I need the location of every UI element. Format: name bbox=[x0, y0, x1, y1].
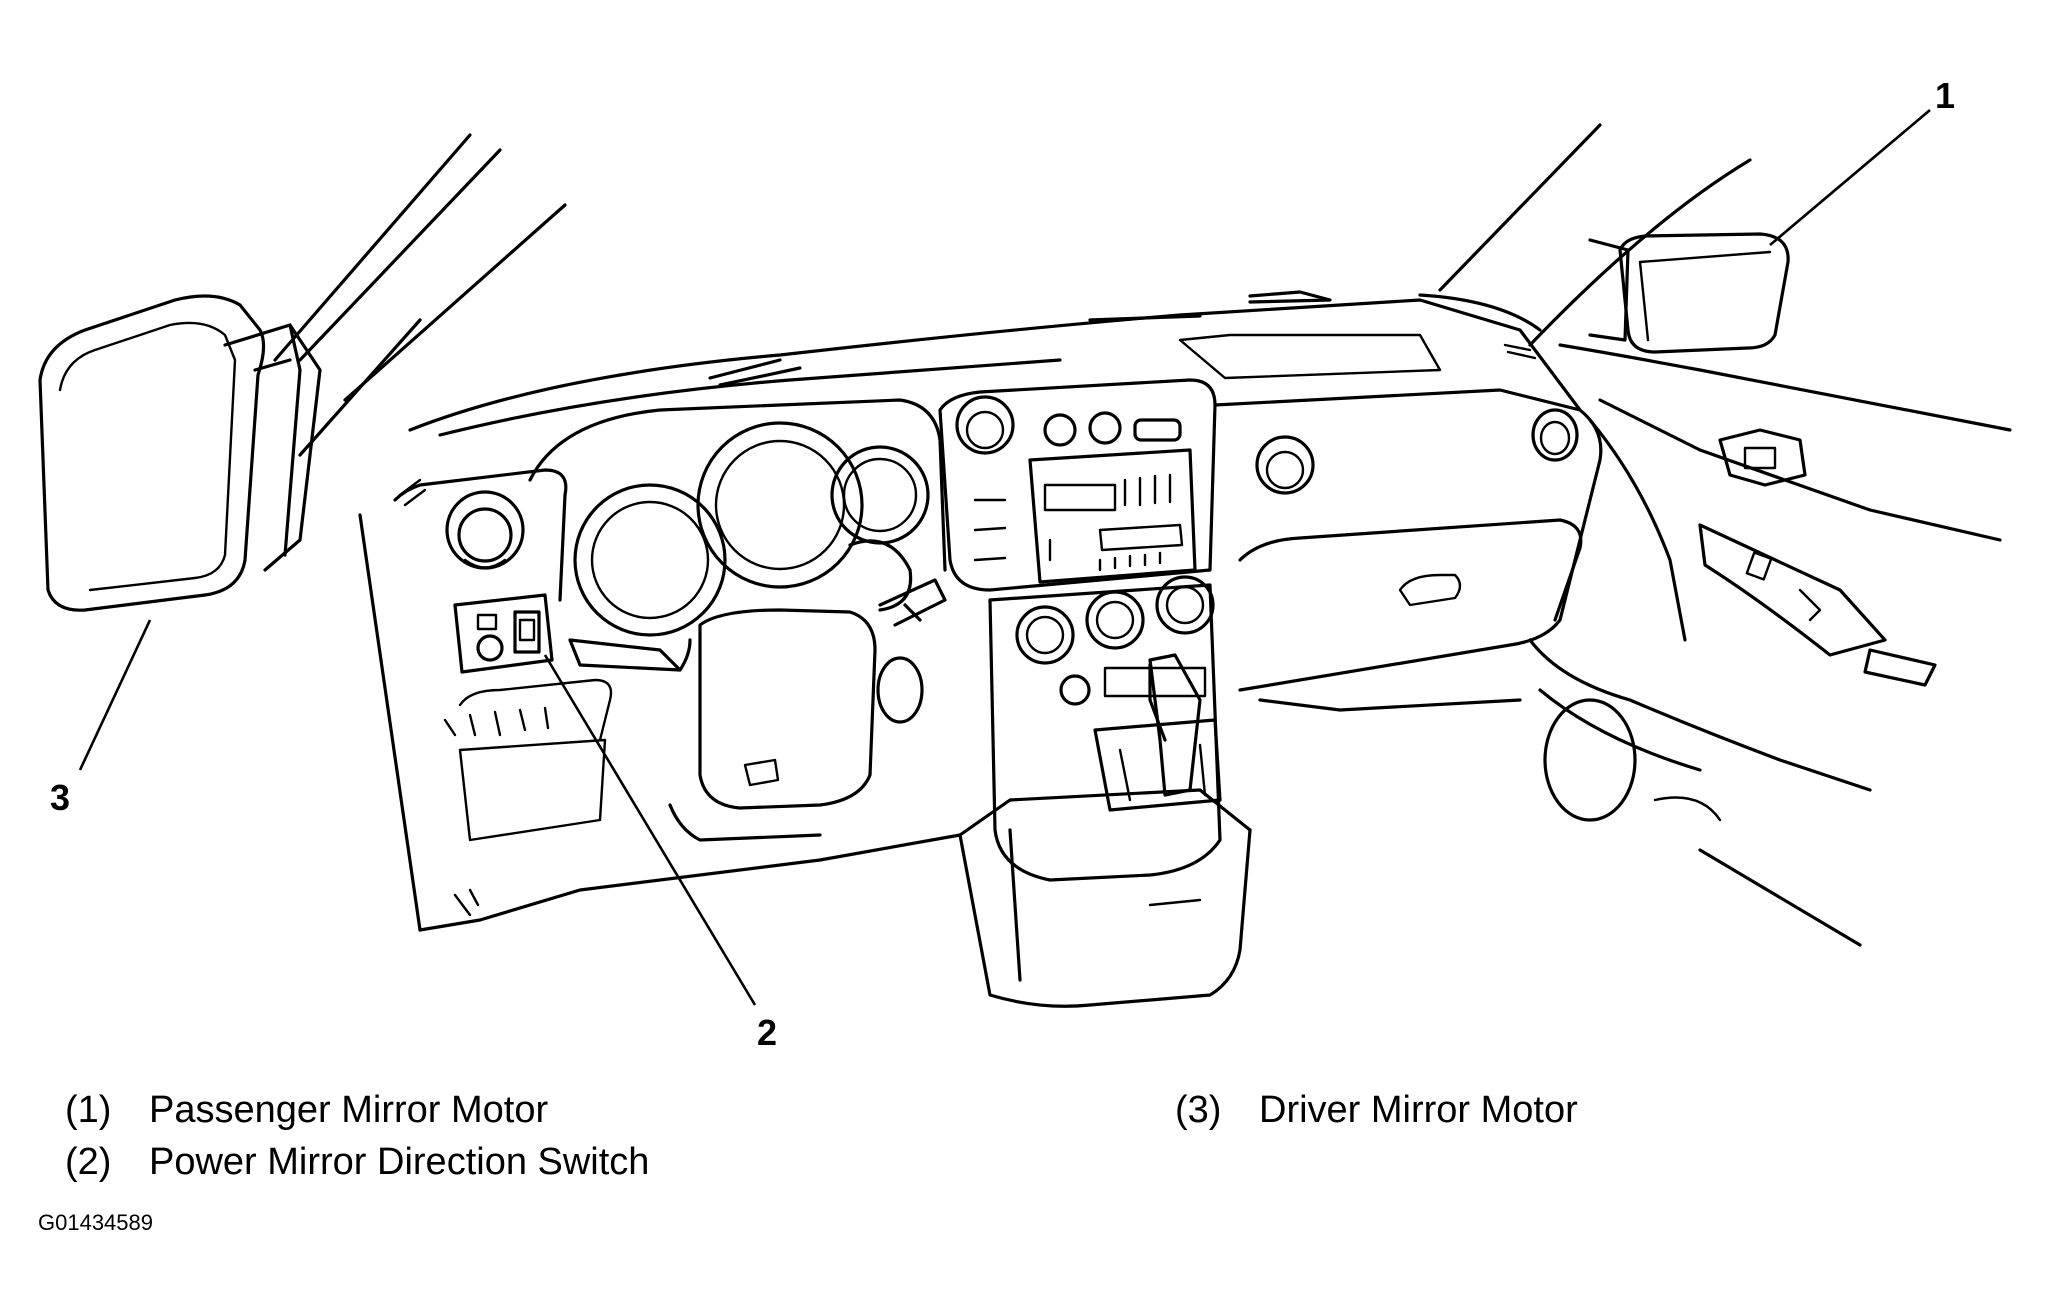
legend-label: Power Mirror Direction Switch bbox=[149, 1141, 650, 1183]
passenger-mirror bbox=[1588, 232, 1790, 354]
passenger-door bbox=[1528, 343, 2012, 947]
legend-number: (3) bbox=[1175, 1089, 1222, 1131]
legend-item-2: (2) Power Mirror Direction Switch bbox=[65, 1140, 649, 1184]
legend-item-1: (1) Passenger Mirror Motor bbox=[65, 1088, 548, 1132]
mirror-switch-panel bbox=[453, 593, 554, 674]
legend-number: (1) bbox=[65, 1089, 112, 1131]
hvac-and-shifter bbox=[958, 575, 1252, 1008]
legend-label: Driver Mirror Motor bbox=[1259, 1089, 1578, 1131]
left-a-pillar bbox=[273, 133, 567, 457]
center-stack bbox=[938, 378, 1315, 592]
callout-3: 3 bbox=[50, 777, 70, 818]
callout-2: 2 bbox=[757, 1012, 777, 1053]
legend-label: Passenger Mirror Motor bbox=[149, 1089, 549, 1131]
driver-mirror bbox=[38, 294, 322, 612]
dashboard-top bbox=[408, 290, 1582, 437]
leader-lines bbox=[78, 109, 1931, 1006]
dash-left-section bbox=[358, 468, 962, 932]
callout-1: 1 bbox=[1935, 75, 1955, 116]
left-vent bbox=[445, 490, 525, 570]
instrument-cluster bbox=[528, 398, 947, 637]
figure-code: G01434589 bbox=[38, 1210, 153, 1235]
passenger-dash bbox=[1213, 388, 1603, 712]
steering-wheel bbox=[568, 578, 947, 842]
legend-item-3: (3) Driver Mirror Motor bbox=[1175, 1088, 1578, 1132]
legend-number: (2) bbox=[65, 1141, 112, 1183]
